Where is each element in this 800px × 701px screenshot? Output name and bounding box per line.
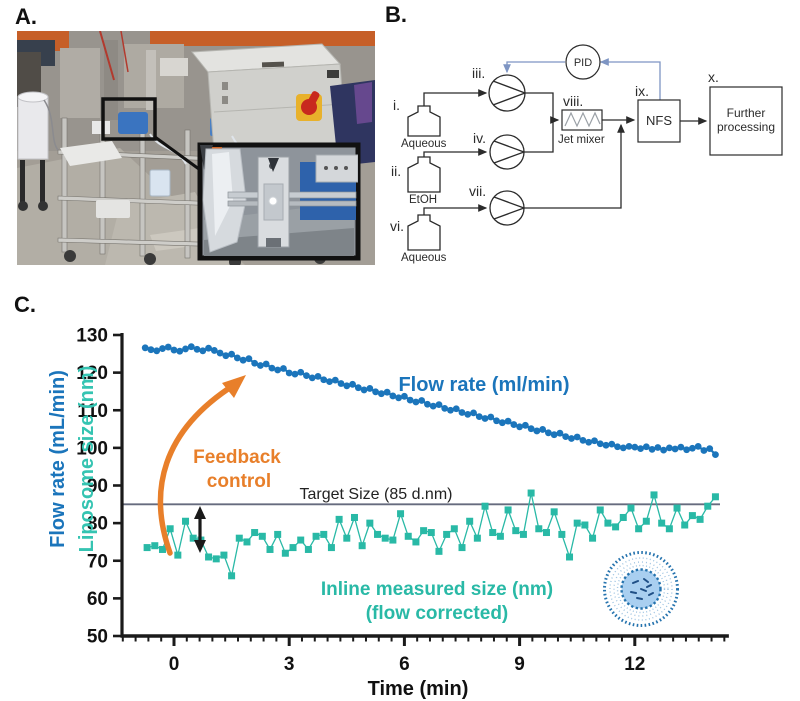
process-flow-diagram: PID NFS Further processing i. ii. vi. ii… [390,44,783,264]
x-axis-label: Time (min) [368,678,469,700]
photo-scene [17,31,375,265]
size-series [143,489,719,580]
bottle-aqueous-1 [407,105,441,137]
stainless-enclosure [191,43,347,153]
diagram-lines [423,89,708,215]
svg-text:90: 90 [87,476,108,497]
svg-text:6: 6 [399,654,410,675]
red-tubing [99,31,115,81]
zoom-connector-line [154,135,204,174]
target-size-label: Target Size (85 d.nm) [300,486,453,503]
further-processing-label-1: Further [727,106,766,120]
photo-inset [197,142,361,261]
feed-bottles [407,105,441,251]
flow-rate-series-label: Flow rate (ml/min) [398,374,569,396]
svg-text:110: 110 [77,401,108,422]
jet-mixer [561,109,603,131]
bottle-label-aqueous-2: Aqueous [401,252,447,264]
bottle-label-aqueous-1: Aqueous [401,138,447,150]
svg-text:130: 130 [76,326,108,347]
svg-text:9: 9 [514,654,525,675]
feedback-label-1: Feedback [193,447,281,468]
panel-b-label: B. [385,2,407,27]
bottle-labels: Aqueous EtOH Aqueous Jet mixer [401,134,605,264]
numeral-x: x. [708,69,719,85]
bottle-etoh [407,156,441,193]
jet-mixer-zigzag [564,111,601,128]
svg-text:3: 3 [284,654,295,675]
bottle-aqueous-2 [407,214,441,251]
further-processing-box [709,86,783,156]
panel-c-label: C. [14,292,36,317]
flow-rate-series [141,343,719,459]
svg-text:50: 50 [87,627,108,648]
zoom-highlight-rect [101,97,157,141]
stream-numerals: i. ii. vi. iii. iv. vii. viii. ix. x. [390,65,719,234]
white-bin [17,91,59,211]
jet-mixer-label: Jet mixer [558,134,605,146]
pid-label: PID [574,57,592,69]
caster-wheel [64,250,76,262]
panel-a-label: A. [15,4,37,29]
inline-sensor-bracket [257,156,290,248]
plot-layer: 50 60 70 80 90 100 110 120 130 0 3 6 9 12 [76,326,729,676]
numeral-iii: iii. [472,65,485,81]
numeral-iv: iv. [473,130,486,146]
y-axis-label-flow: Flow rate (mL/min) [47,370,69,548]
axes [113,333,729,646]
numeral-ix: ix. [635,83,649,99]
pump-vii [489,190,526,226]
svg-text:120: 120 [76,363,108,384]
svg-text:0: 0 [169,654,180,675]
svg-text:60: 60 [87,589,108,610]
numeral-viii: viii. [563,93,583,109]
svg-text:100: 100 [76,438,108,459]
orange-shelf [150,31,375,46]
nfs-box [637,99,681,143]
tick-labels: 50 60 70 80 90 100 110 120 130 0 3 6 9 12 [76,326,645,676]
deviation-double-arrow [194,506,206,553]
feedback-control-chart: 50 60 70 80 90 100 110 120 130 0 3 6 9 12 Flow rate (… [47,326,729,700]
pumps [488,74,527,226]
steel-tray [60,141,122,166]
pump-iii [488,74,527,112]
y-axis-label-size: Liposome size (nm) [76,366,98,553]
size-series-label-1: Inline measured size (nm) [321,579,553,600]
numeral-i: i. [393,97,400,113]
emergency-switch [296,91,322,121]
size-series-label-2: (flow corrected) [366,603,509,624]
svg-text:70: 70 [87,551,108,572]
pump-iv [489,134,526,170]
feedback-label-2: control [207,471,271,492]
liposome-icon [603,551,679,627]
blue-module [118,112,148,134]
pid-feedback-lines [503,58,661,100]
numeral-vi: vi. [390,218,404,234]
svg-text:12: 12 [624,654,645,675]
svg-text:80: 80 [87,514,108,535]
numeral-vii: vii. [469,183,486,199]
nfs-label: NFS [646,113,672,128]
foil-pouch [202,148,247,253]
lab-photo [17,31,375,265]
further-processing-label-2: processing [717,120,775,134]
liposome-cargo-dashes [630,578,654,600]
numeral-ii: ii. [391,163,401,179]
feedback-arrow [157,375,246,556]
bottle-label-etoh: EtOH [409,194,437,206]
pid-controller [565,44,601,80]
